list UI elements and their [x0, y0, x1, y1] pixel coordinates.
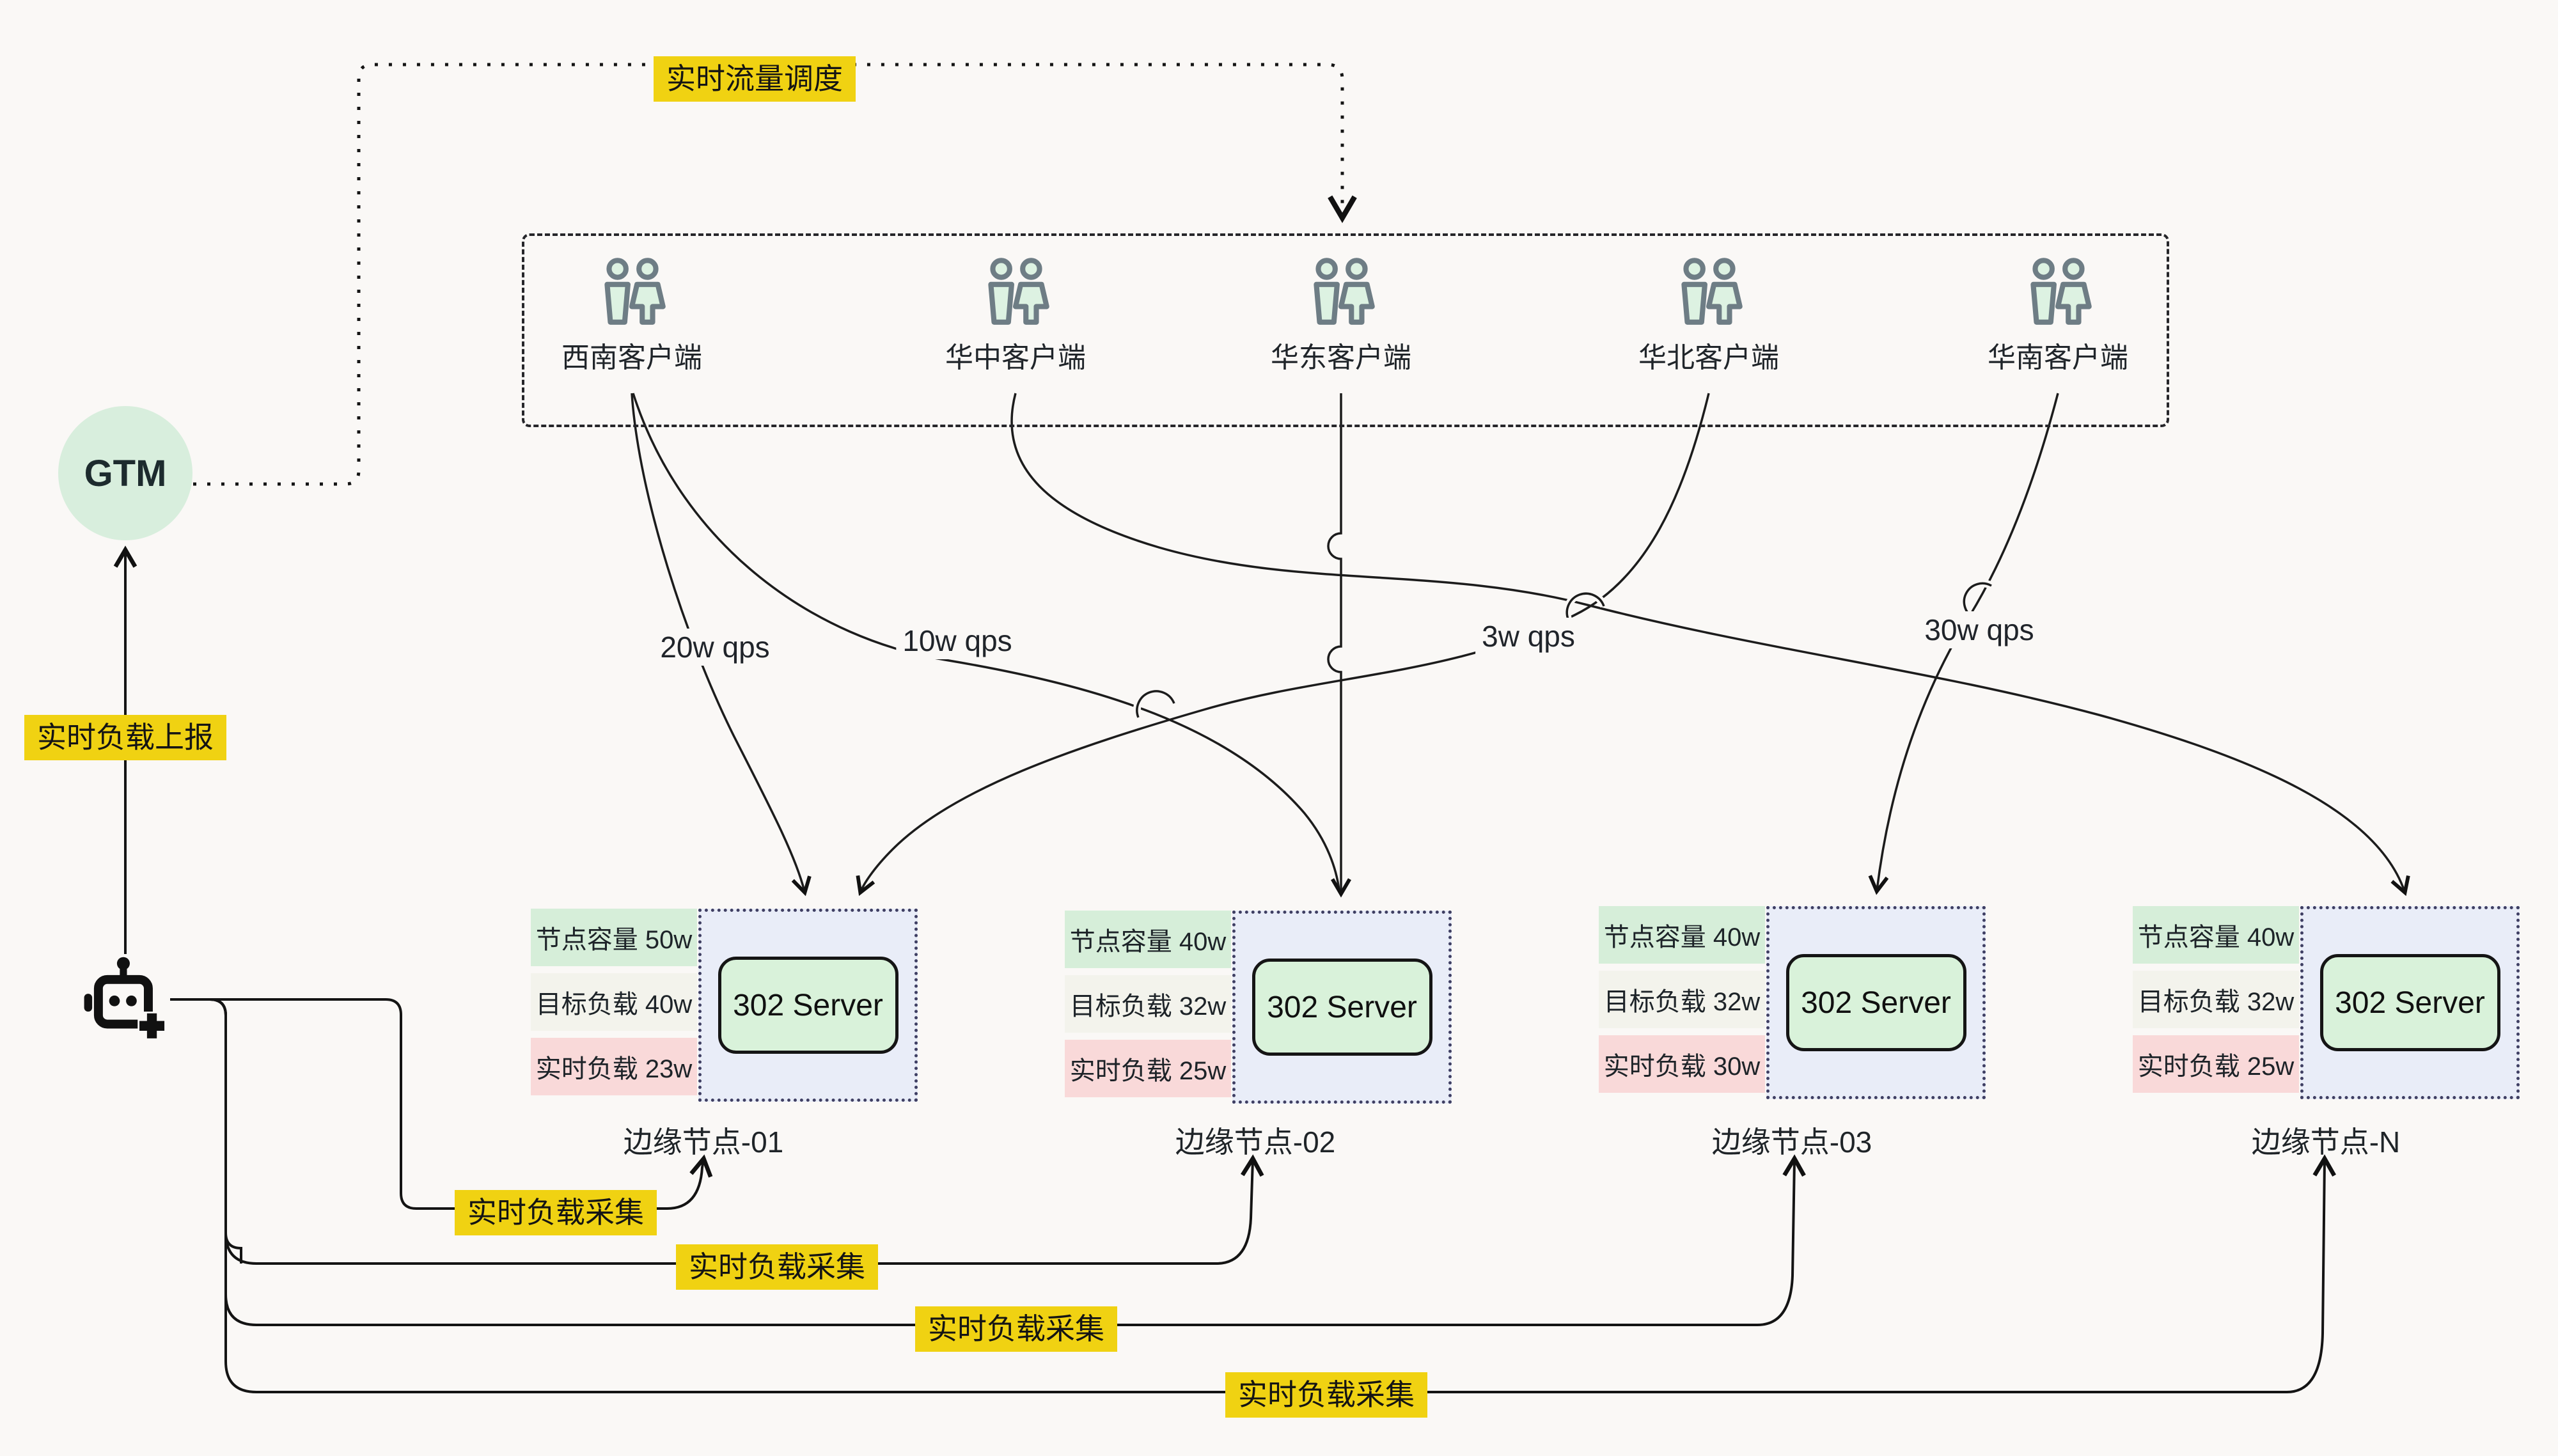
node03-stats: 节点容量 40w 目标负载 32w 实时负载 30w [1599, 906, 1765, 1100]
flow-huazhong-nodeN [1010, 393, 2410, 896]
robot-icon [84, 957, 166, 1040]
capacity-row: 节点容量 40w [2133, 906, 2299, 964]
client-label: 华南客户端 [1988, 342, 2128, 373]
flow-xinan-node02 [632, 393, 1340, 891]
gtm-label: GTM [84, 452, 167, 494]
node02-box: 302 Server [1232, 911, 1452, 1104]
dispatch-dotted-line [193, 63, 1357, 486]
load-collect-label-3: 实时负载采集 [915, 1306, 1117, 1352]
load-collect-label-4: 实时负载采集 [1225, 1372, 1427, 1418]
client-group-xinan: 西南客户端 [536, 257, 728, 375]
flow-label-10w: 10w qps [896, 622, 1019, 659]
server-302: 302 Server [1785, 954, 1966, 1051]
server-302: 302 Server [1252, 959, 1432, 1056]
realtime-load-row: 实时负载 30w [1599, 1035, 1765, 1093]
server-302: 302 Server [2319, 954, 2500, 1051]
client-label: 西南客户端 [561, 342, 702, 373]
node01-box: 302 Server [698, 909, 918, 1102]
hop-bridge [1136, 690, 1175, 718]
capacity-row: 节点容量 50w [531, 909, 697, 966]
nodeN-stats: 节点容量 40w 目标负载 32w 实时负载 25w [2133, 906, 2299, 1100]
node01-label: 边缘节点-01 [623, 1125, 784, 1159]
realtime-load-row: 实时负载 25w [1065, 1040, 1231, 1097]
robot-collector-icon [81, 953, 173, 1049]
load-collect-label-1: 实时负载采集 [455, 1190, 657, 1236]
flow-label-30w: 30w qps [1918, 611, 2041, 648]
users-icon [1314, 258, 1375, 325]
nodeN-label: 边缘节点-N [2251, 1125, 2401, 1159]
client-group-huazhong: 华中客户端 [920, 257, 1111, 375]
node02-label: 边缘节点-02 [1175, 1125, 1336, 1159]
users-icon [604, 258, 666, 325]
target-load-row: 目标负载 32w [1599, 971, 1765, 1028]
collect-line-node03 [209, 998, 1806, 1326]
users-icon [988, 258, 1049, 325]
node03-label: 边缘节点-03 [1711, 1125, 1872, 1159]
client-group-huanan: 华南客户端 [1962, 257, 2154, 375]
node03-box: 302 Server [1766, 906, 1986, 1099]
collect-line-nodeN [209, 998, 2336, 1393]
gtm-node: GTM [58, 406, 192, 540]
node02-stats: 节点容量 40w 目标负载 32w 实时负载 25w [1065, 911, 1231, 1104]
realtime-load-row: 实时负载 23w [531, 1038, 697, 1095]
client-region-box [522, 233, 2169, 427]
flow-label-20w: 20w qps [654, 629, 776, 666]
users-icon [2030, 258, 2092, 325]
target-load-row: 目标负载 32w [1065, 975, 1231, 1033]
load-report-label: 实时负载上报 [24, 715, 226, 761]
load-collect-label-2: 实时负载采集 [676, 1244, 878, 1290]
flow-huabei-node01 [856, 393, 1710, 896]
client-label: 华北客户端 [1638, 342, 1779, 373]
flow-xinan-node01 [631, 393, 812, 896]
capacity-row: 节点容量 40w [1599, 906, 1765, 964]
nodeN-box: 302 Server [2300, 906, 2520, 1099]
flow-huadong-node02 [1327, 393, 1351, 898]
target-load-row: 目标负载 32w [2133, 971, 2299, 1028]
capacity-row: 节点容量 40w [1065, 911, 1231, 968]
node01-stats: 节点容量 50w 目标负载 40w 实时负载 23w [531, 909, 697, 1102]
server-302: 302 Server [718, 957, 898, 1054]
flow-label-3w: 3w qps [1475, 618, 1581, 655]
client-group-huadong: 华东客户端 [1245, 257, 1437, 375]
users-icon [1681, 258, 1743, 325]
target-load-row: 目标负载 40w [531, 973, 697, 1031]
collect-line-node01 [170, 998, 713, 1210]
hop-bridge [1565, 592, 1605, 620]
realtime-load-row: 实时负载 25w [2133, 1035, 2299, 1093]
traffic-dispatch-label: 实时流量调度 [654, 56, 856, 102]
client-label: 华东客户端 [1271, 342, 1411, 373]
client-group-huabei: 华北客户端 [1613, 257, 1805, 375]
client-label: 华中客户端 [945, 342, 1086, 373]
